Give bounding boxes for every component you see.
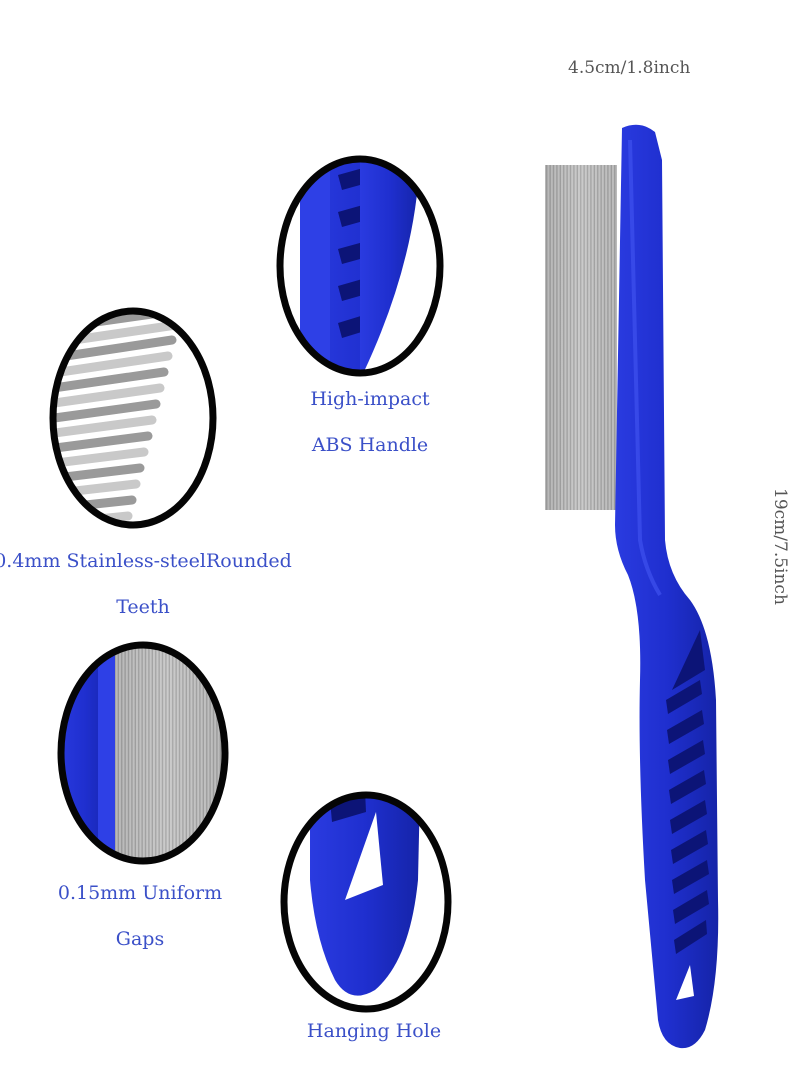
length-dimension-label: 19cm/7.5inch [770, 488, 790, 605]
callout-handle-line2: ABS Handle [311, 434, 429, 456]
callout-teeth-line2: Teeth [116, 596, 170, 618]
comb-main [545, 124, 719, 1049]
callout-gaps-closeup [57, 641, 229, 865]
hanging-hole [676, 965, 694, 1000]
callout-handle-closeup [276, 155, 444, 377]
callout-gaps-line2: Gaps [115, 928, 165, 950]
callout-teeth-line1: 0.4mm Stainless-steelRounded [0, 550, 292, 572]
width-dimension-label: 4.5cm/1.8inch [568, 58, 691, 78]
comb-handle [615, 124, 719, 1049]
callout-teeth-closeup [49, 307, 217, 529]
callout-hole-closeup [280, 791, 452, 1013]
callout-handle-line1: High-impact [310, 388, 430, 410]
callout-hole-line1: Hanging Hole [306, 1020, 442, 1042]
grip-slots [666, 680, 709, 954]
callout-gaps-line1: 0.15mm Uniform [57, 882, 223, 904]
